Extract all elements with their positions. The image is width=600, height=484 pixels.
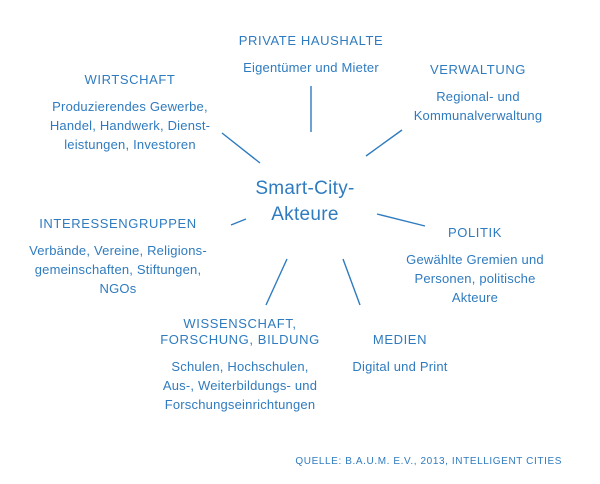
spoke-interessen: [230, 218, 247, 226]
node-description: Gewählte Gremien und Personen, politisch…: [406, 252, 544, 305]
node-description: Verbände, Vereine, Religions- gemeinscha…: [29, 243, 207, 296]
node-private-haushalte: PRIVATE HAUSHALTE Eigentümer und Mieter: [211, 33, 411, 77]
node-description: Schulen, Hochschulen, Aus-, Weiterbildun…: [162, 359, 318, 412]
center-node: Smart-City- Akteure: [240, 176, 370, 228]
center-line-1: Smart-City-: [255, 178, 355, 199]
node-title: WIRTSCHAFT: [84, 72, 176, 87]
node-description: Digital und Print: [352, 359, 448, 374]
node-title: VERWALTUNG: [429, 62, 527, 77]
node-wissenschaft: WISSENSCHAFT, FORSCHUNG, BILDUNG Schulen…: [145, 316, 335, 414]
node-description: Regional- und Kommunalverwaltung: [413, 89, 543, 123]
node-title: MEDIEN: [372, 332, 428, 347]
node-medien: MEDIEN Digital und Print: [325, 332, 475, 376]
node-politik: POLITIK Gewählte Gremien und Personen, p…: [380, 225, 570, 307]
source-note: QUELLE: B.A.U.M. E.V., 2013, INTELLIGENT…: [295, 456, 562, 467]
node-title: INTERESSENGRUPPEN: [39, 216, 197, 231]
node-title: WISSENSCHAFT, FORSCHUNG, BILDUNG: [160, 316, 320, 347]
node-verwaltung: VERWALTUNG Regional- und Kommunalverwalt…: [393, 62, 563, 125]
node-title: POLITIK: [447, 225, 503, 240]
spoke-wirtschaft: [221, 132, 261, 164]
node-description: Eigentümer und Mieter: [243, 60, 379, 75]
spoke-politik: [376, 213, 426, 227]
node-title: PRIVATE HAUSHALTE: [238, 33, 384, 48]
node-description: Produzierendes Gewerbe, Handel, Handwerk…: [49, 99, 211, 152]
spoke-medien: [342, 258, 361, 306]
spoke-verwaltung: [365, 129, 403, 157]
spoke-wissenschaft: [265, 258, 288, 306]
node-wirtschaft: WIRTSCHAFT Produzierendes Gewerbe, Hande…: [30, 72, 230, 154]
node-interessengruppen: INTERESSENGRUPPEN Verbände, Vereine, Rel…: [18, 216, 218, 298]
center-line-2: Akteure: [271, 204, 339, 225]
